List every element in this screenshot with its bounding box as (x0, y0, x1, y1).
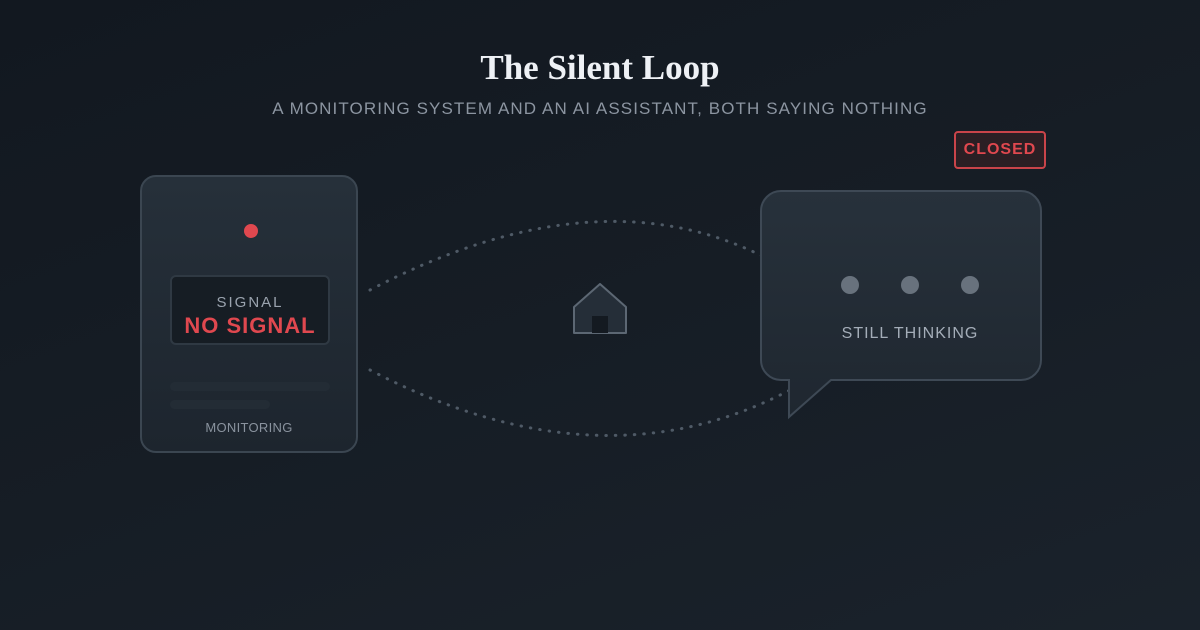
status-led-icon (244, 224, 258, 238)
top-dotted-connection (368, 219, 772, 292)
page-subtitle: A MONITORING SYSTEM AND AN AI ASSISTANT,… (272, 99, 928, 118)
speech-bubble (760, 190, 1042, 420)
signal-screen: SIGNAL NO SIGNAL (170, 275, 330, 345)
typing-dot-icon (841, 276, 859, 294)
placeholder-bar (170, 382, 330, 391)
status-badge: CLOSED (954, 131, 1046, 169)
monitoring-device: SIGNAL NO SIGNAL MONITORING (140, 175, 358, 453)
signal-value: NO SIGNAL (184, 313, 316, 338)
typing-dot-icon (901, 276, 919, 294)
typing-dot-icon (961, 276, 979, 294)
bottom-dotted-connection (368, 368, 792, 437)
assistant-status: STILL THINKING (841, 325, 979, 342)
signal-label: SIGNAL (216, 294, 284, 311)
placeholder-bar (170, 400, 270, 409)
monitor-label: MONITORING (205, 420, 293, 435)
page-title: The Silent Loop (480, 48, 720, 87)
house-icon (573, 283, 627, 334)
